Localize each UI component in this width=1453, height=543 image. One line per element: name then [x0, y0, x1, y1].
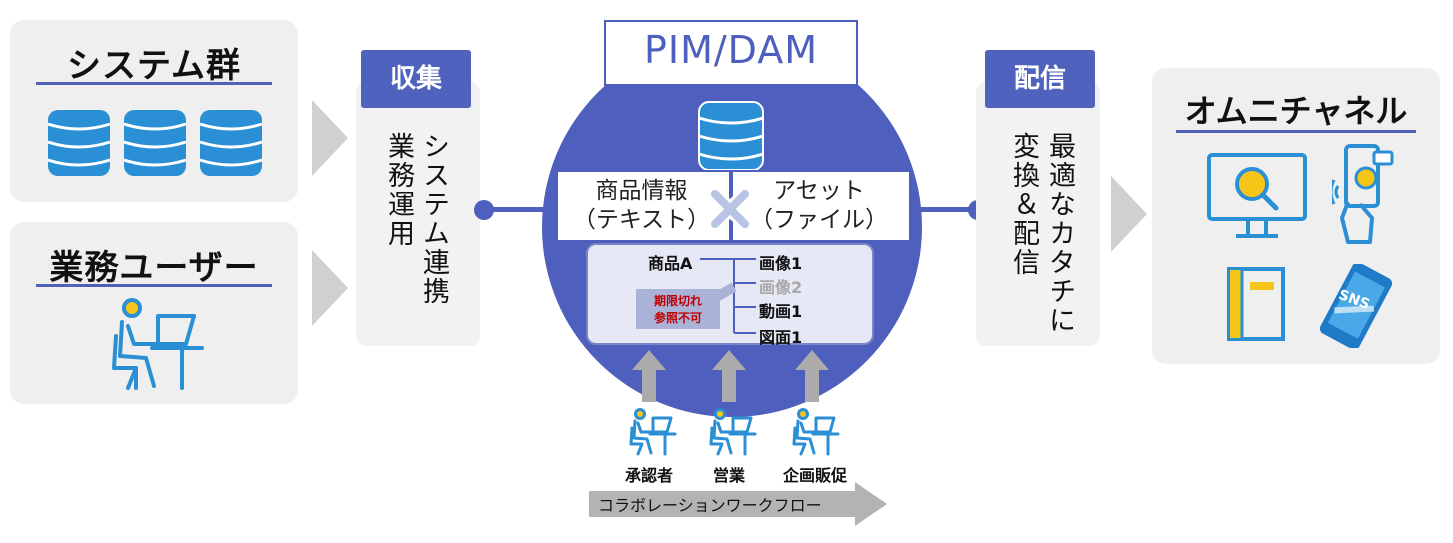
connector-dot: [474, 200, 494, 220]
arrow-right-icon: [312, 250, 348, 326]
up-arrow-icon: [632, 350, 666, 402]
database-icon: [698, 101, 764, 171]
expired-l1: 期限切れ: [653, 294, 702, 308]
asset-l2: （ファイル）: [750, 207, 888, 233]
workflow-arrow: [589, 482, 887, 526]
deliver-line2: 変換＆配信: [1008, 132, 1039, 277]
pim-dam-title: PIM/DAM: [643, 28, 819, 72]
systems-underline: [36, 82, 272, 85]
product-info-l2: （テキスト）: [572, 207, 711, 233]
desk-worker-icon: [629, 408, 677, 456]
omnichannel-underline: [1176, 130, 1416, 133]
collect-line1: システム連携: [418, 132, 449, 306]
collect-panel: [356, 82, 480, 346]
expired-l2: 参照不可: [653, 311, 702, 325]
monitor-search-icon: [1207, 153, 1307, 238]
omnichannel-panel: [1152, 68, 1440, 364]
systems-panel: システム群: [10, 20, 298, 202]
product-a-label: 商品A: [648, 254, 693, 273]
asset-item: 画像1: [759, 254, 803, 273]
deliver-label: 配信: [985, 50, 1095, 108]
sns-phone-icon: [1319, 264, 1393, 348]
up-arrow-icon: [795, 350, 829, 402]
pim-dam-title-box: [604, 20, 858, 86]
asset-item-expired: 画像2: [759, 278, 803, 297]
role-label: 承認者: [624, 466, 673, 485]
role-label: 営業: [712, 466, 745, 485]
arrow-right-icon: [1111, 176, 1147, 252]
smartphone-hand-icon: [1332, 144, 1394, 244]
omnichannel-title: オムニチャネル: [1184, 92, 1408, 130]
deliver-panel: [976, 82, 1100, 346]
arrow-right-icon: [312, 100, 348, 176]
users-underline: [36, 284, 272, 287]
collect-line2: 業務運用: [383, 132, 414, 248]
users-title: 業務ユーザー: [49, 248, 259, 288]
asset-l1: アセット: [773, 178, 865, 204]
asset-box: [731, 170, 911, 242]
up-arrow-icon: [712, 350, 746, 402]
product-info-l1: 商品情報: [595, 178, 688, 204]
desk-worker-icon: [709, 408, 757, 456]
product-info-box: [556, 170, 731, 242]
workflow-label: コラボレーションワークフロー: [598, 496, 822, 515]
systems-title: システム群: [67, 46, 241, 86]
connector-right: [916, 207, 978, 212]
deliver-line1: 最適なカタチに: [1044, 132, 1075, 335]
asset-item: 図面1: [759, 328, 803, 347]
link-cross-icon: [708, 187, 752, 231]
desk-worker-icon: [792, 408, 840, 456]
expired-badge: [636, 289, 720, 329]
users-panel: 業務ユーザー: [10, 222, 298, 404]
desk-worker-icon: [112, 298, 204, 390]
database-icons: [48, 110, 263, 176]
book-icon: [1227, 267, 1285, 341]
connector-left: [484, 207, 550, 212]
role-label: 企画販促: [782, 466, 847, 485]
collect-label: 収集: [361, 50, 471, 108]
asset-item: 動画1: [759, 302, 803, 321]
